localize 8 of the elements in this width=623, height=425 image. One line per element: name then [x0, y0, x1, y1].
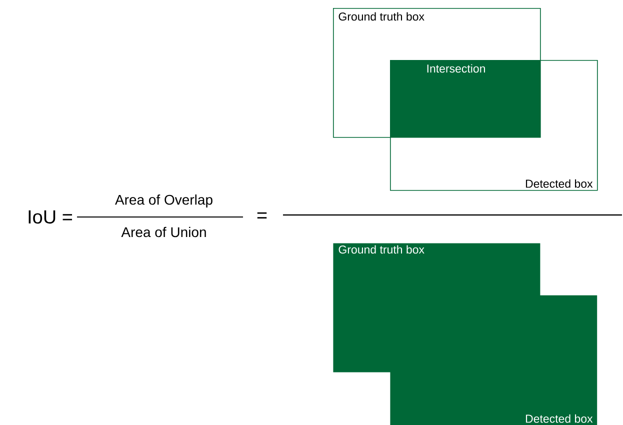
equals-sign: =: [257, 212, 267, 218]
detected-region: Detected box: [390, 295, 598, 425]
intersection-region: Intersection: [390, 60, 540, 138]
denominator-text: Area of Union: [121, 226, 206, 238]
numerator-text: Area of Overlap: [115, 194, 212, 208]
node-label: Detected box: [526, 414, 593, 423]
node-label: Ground truth box: [338, 245, 424, 254]
formula-text: IoU =: [28, 210, 72, 224]
